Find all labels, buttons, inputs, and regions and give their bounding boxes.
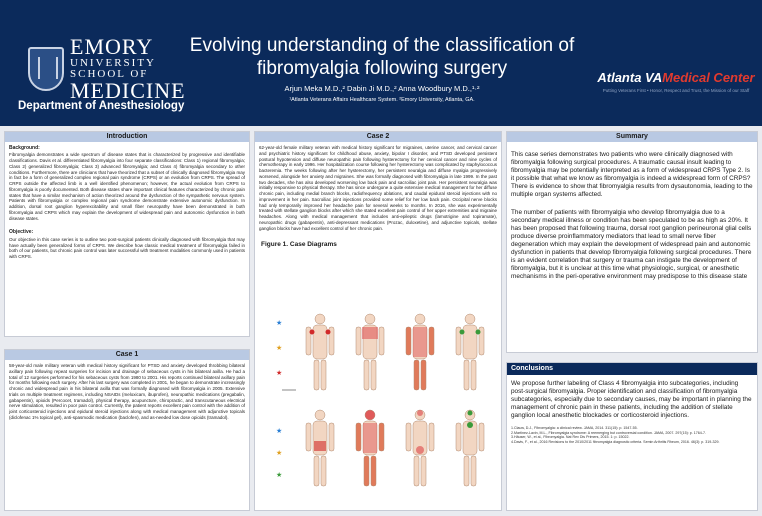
- case1-panel: Case 1 58-year-old male military veteran…: [4, 349, 250, 511]
- emory-logo: EMORY UNIVERSITY SCHOOL OF MEDICINE: [28, 36, 186, 102]
- star-marker-red: ★: [276, 369, 282, 377]
- summary-paragraph-2: The number of patients with fibromyalgia…: [511, 209, 752, 280]
- reference-item: 1.Clauw, D.J., Fibromyalgia: a clinical …: [511, 426, 638, 430]
- figure-title: Figure 1. Case Diagrams: [261, 241, 337, 249]
- poster-authors: Arjun Meka M.D.,² Dabin Ji M.D.,² Anna W…: [284, 84, 480, 93]
- star-marker-orange-2: ★: [276, 449, 282, 457]
- body-figure-2b: [355, 409, 385, 487]
- star-marker-blue: ★: [276, 319, 282, 327]
- body-figure-1a: [305, 313, 335, 391]
- conclusions-heading: Conclusions: [507, 363, 757, 375]
- introduction-heading: Introduction: [5, 132, 249, 142]
- department-name: Department of Anesthesiology: [18, 100, 185, 112]
- star-marker-orange: ★: [276, 344, 282, 352]
- logo-line-2: UNIVERSITY: [70, 57, 156, 69]
- body-figure-1d: [455, 313, 485, 391]
- background-heading: Background:: [9, 145, 40, 151]
- body-figure-1b: [355, 313, 385, 391]
- va-logo-part1: Atlanta VA: [597, 70, 663, 85]
- case1-text: 58-year-old male military veteran with m…: [9, 363, 245, 420]
- references-list: 1.Clauw, D.J., Fibromyalgia: a clinical …: [511, 426, 753, 445]
- body-figure-2c: [405, 409, 435, 487]
- logo-line-3: SCHOOL OF: [70, 68, 149, 80]
- body-figure-2a: [305, 409, 335, 487]
- case-diagrams-figure: ★ ★ ★ ★ ★ ★: [272, 305, 500, 505]
- case1-heading: Case 1: [5, 350, 249, 360]
- case-diagrams-svg: ★ ★ ★ ★ ★ ★: [276, 313, 485, 487]
- poster-affiliations: ¹Atlanta Veterans Affairs Healthcare Sys…: [289, 97, 475, 103]
- va-logo: Atlanta VAMedical Center Putting Veteran…: [596, 70, 756, 93]
- introduction-panel: Introduction Background: Fibromyalgia de…: [4, 131, 250, 337]
- objective-text: Our objective in this case series is to …: [9, 236, 245, 260]
- conclusions-text: We propose further labeling of Class 4 f…: [511, 380, 752, 419]
- case2-heading: Case 2: [255, 132, 501, 142]
- body-figure-1c: [405, 313, 435, 391]
- reference-item: 4.Davis, F., et al., 2016 Revisions to t…: [511, 440, 720, 445]
- va-tagline: Putting Veterans First • Honor, Respect …: [602, 88, 750, 93]
- logo-line-1: EMORY: [70, 34, 154, 59]
- objective-heading: Objective:: [9, 229, 34, 236]
- star-marker-green: ★: [276, 471, 282, 479]
- body-figure-2d: [455, 409, 485, 487]
- summary-heading: Summary: [507, 132, 757, 142]
- summary-panel: Summary This case series demonstrates tw…: [506, 131, 758, 353]
- reference-item: 3.Häuser, W., et al., Fibromyalgia. Nat …: [511, 435, 630, 440]
- summary-paragraph-1: This case series demonstrates two patien…: [511, 151, 753, 198]
- poster-title: Evolving understanding of the classifica…: [189, 35, 575, 79]
- star-marker-blue-2: ★: [276, 427, 282, 435]
- poster-header: EMORY UNIVERSITY SCHOOL OF MEDICINE Depa…: [0, 0, 762, 126]
- va-logo-part2: Medical Center: [662, 70, 755, 85]
- conclusions-panel: Conclusions We propose further labeling …: [506, 362, 758, 511]
- logo-line-4: MEDICINE: [70, 78, 186, 103]
- reference-item: 2.Martinez-Lavin, M.L., Fibromyalgia syn…: [511, 430, 706, 435]
- background-text: Fibromyalgia demonstrates a wide spectru…: [9, 152, 245, 221]
- case2-text: 62-year-old female military veteran with…: [259, 145, 497, 231]
- emory-shield-icon: [28, 47, 64, 91]
